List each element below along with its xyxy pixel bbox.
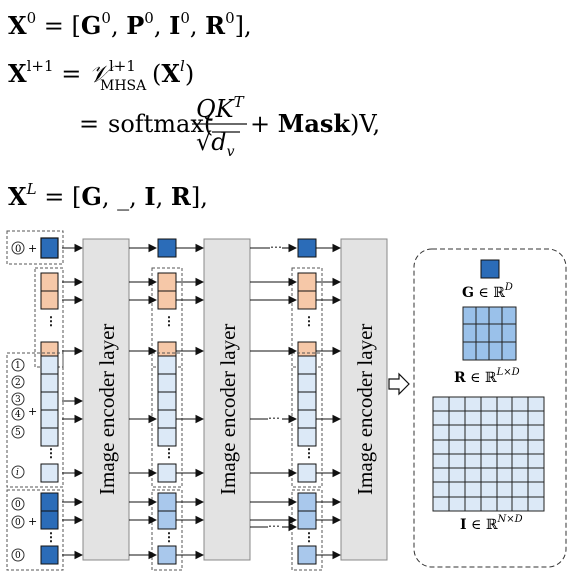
input-register-group [6,489,64,571]
svg-text:0: 0 [15,244,21,255]
output-register-grid [462,306,517,361]
svg-text:Image encoder layer: Image encoder layer [353,324,377,495]
svg-text:⋮: ⋮ [163,530,175,544]
output-R-label: R ∈ ℝL×D [454,367,520,386]
svg-text:⋯: ⋯ [268,411,280,425]
image-markers: 1 2 3 4 5 i [11,358,25,479]
svg-text:QKT: QKT [196,93,245,123]
svg-text:3: 3 [15,395,21,405]
equation-1: X0 = [G0, P0, I0, R0], [8,9,252,40]
input-register-token [40,510,59,530]
svg-text:⋮: ⋮ [303,530,315,544]
svg-text:⋮: ⋮ [303,446,315,460]
svg-text:⋮: ⋮ [45,446,57,460]
svg-text:4: 4 [15,410,21,420]
arrows-a-to-layer2 [176,243,205,560]
svg-text:⋮: ⋮ [303,314,315,328]
marker-0-icon [11,241,25,255]
architecture-diagram: 0 + ⋮ 1 2 3 4 5 i + ⋮ 0 [6,230,567,571]
svg-text:+: + [28,515,37,528]
arrows-layer2-to-b [250,243,298,532]
svg-text:√dv: √dv [196,128,235,160]
arrows-b-to-layer3 [316,243,342,560]
svg-text:+ Mask)V,: + Mask)V, [250,109,380,138]
output-arrow-icon [388,372,410,396]
arrows-layer1-to-a [129,243,158,560]
svg-text:0: 0 [15,551,21,561]
svg-text:1: 1 [15,361,21,371]
svg-text:⋮: ⋮ [163,446,175,460]
input-column: 0 + ⋮ 1 2 3 4 5 i + ⋮ 0 [6,230,64,571]
svg-text:⋯: ⋯ [268,519,280,533]
encoder-layer-3: Image encoder layer [340,238,388,561]
equation-3: = softmax( QKT √dv + Mask)V, [79,93,380,160]
input-image-group [6,352,64,488]
input-global-token [40,237,59,259]
svg-text:+: + [28,242,37,255]
svg-text:⋮: ⋮ [163,314,175,328]
svg-text:(Xl): (Xl) [152,57,194,88]
equation-2: Xl+1 = 𝒱l+1 MHSA (Xl) [8,57,194,94]
input-prompt-token [40,290,59,310]
svg-text:0: 0 [15,500,21,510]
output-global-token [480,259,500,279]
input-prompt-token [40,272,59,292]
input-register-token [40,545,59,565]
input-register-token [40,492,59,512]
output-G-label: G ∈ ℝD [462,282,513,301]
svg-text:MHSA: MHSA [100,78,147,94]
svg-text:X0 = [G0, P0, I0, R0],: X0 = [G0, P0, I0, R0], [8,9,252,40]
svg-text:XL = [G, _, I, R],: XL = [G, _, I, R], [8,180,208,211]
svg-text:i: i [16,468,19,478]
input-image-tokens: ⋮ [40,355,59,483]
intermediate-tokens-a: ⋮ ⋮ ⋮ [151,238,183,571]
encoder-layer-2: Image encoder layer [203,238,251,561]
svg-text:⋯: ⋯ [270,240,282,254]
arrows-input-to-layer1 [62,243,84,560]
output-panel: G ∈ ℝD R ∈ ℝL×D [413,248,567,568]
svg-text:⋮: ⋮ [45,314,57,328]
encoder-layer-1: Image encoder layer [82,238,130,561]
svg-text:5: 5 [15,428,21,438]
svg-text:⋮: ⋮ [45,530,57,544]
equation-4: XL = [G, _, I, R], [8,180,208,211]
output-I-label: I ∈ ℝN×D [460,514,523,533]
svg-text:Image encoder layer: Image encoder layer [95,324,119,495]
svg-text:+: + [28,405,37,418]
svg-text:=: = [79,110,99,138]
svg-text:2: 2 [15,378,21,388]
equations-block: X0 = [G0, P0, I0, R0], Xl+1 = 𝒱l+1 MHSA … [8,9,380,211]
svg-text:0: 0 [15,518,21,528]
ellipsis-markers: ⋯ ⋯ ⋯ [268,240,282,533]
svg-text:Image encoder layer: Image encoder layer [216,324,240,495]
svg-text:Xl+1 = 𝒱l+1: Xl+1 = 𝒱l+1 [8,57,136,88]
output-image-grid [432,396,545,512]
